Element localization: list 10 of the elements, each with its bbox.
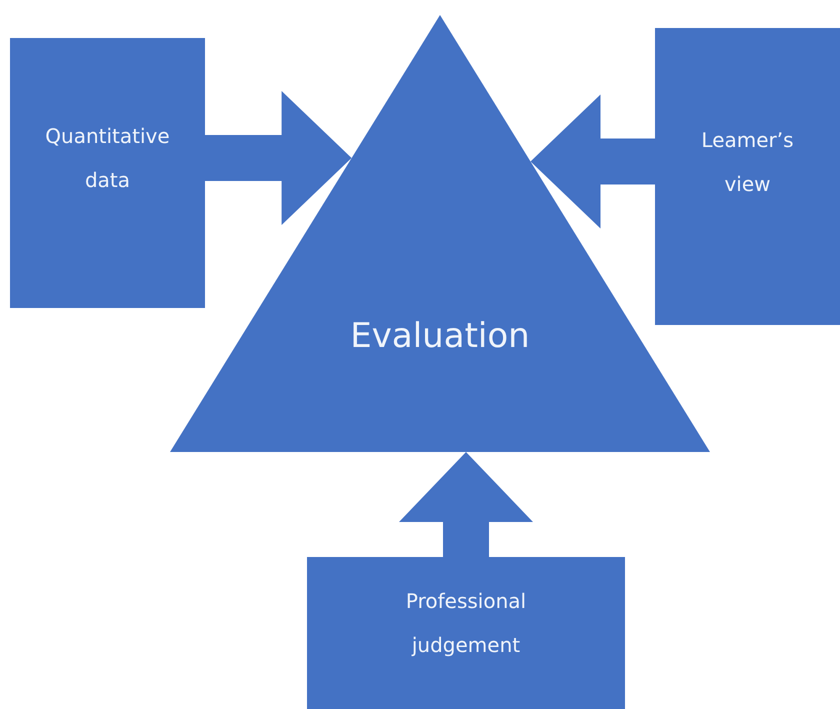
- box-label: Quantitative data: [44, 123, 171, 194]
- triangle-label: Evaluation: [350, 316, 530, 358]
- block-arrow: [530, 94, 655, 228]
- box-label: Leamer’s view: [700, 126, 795, 198]
- block-arrow: [399, 452, 533, 557]
- box-label: Professional judgement: [404, 588, 528, 659]
- input-box: [655, 28, 840, 325]
- input-box: [307, 557, 625, 709]
- block-arrow: [205, 91, 352, 225]
- input-box: [10, 38, 205, 308]
